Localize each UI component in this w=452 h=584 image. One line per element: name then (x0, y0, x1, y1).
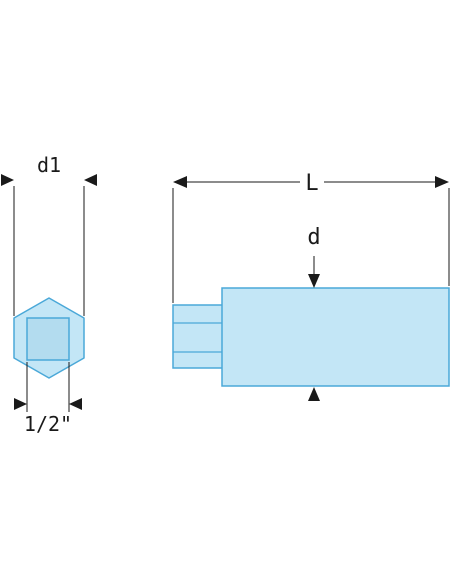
d1-label: d1 (37, 153, 61, 177)
diameter-arrow-bottom (308, 387, 320, 401)
d1-arrow-right (84, 174, 97, 186)
length-label: L (305, 171, 318, 196)
d1-dimension: d1 (1, 153, 97, 316)
diameter-arrow-top (308, 274, 320, 288)
length-dimension: L (172, 171, 450, 303)
square-arrow-right (69, 398, 82, 410)
length-arrow-right (435, 176, 449, 188)
square-arrow-left (14, 398, 27, 410)
hex-stub (172, 304, 224, 369)
side-view (172, 287, 450, 387)
diameter-label: d (307, 225, 320, 250)
length-arrow-left (173, 176, 187, 188)
square-drive-dimension: 1/2" (14, 362, 82, 436)
d1-arrow-left (1, 174, 14, 186)
diameter-dimension: d (307, 225, 321, 401)
front-view (13, 297, 85, 379)
main-body (221, 287, 450, 387)
square-drive-hole (26, 317, 70, 361)
square-drive-label: 1/2" (24, 412, 72, 436)
